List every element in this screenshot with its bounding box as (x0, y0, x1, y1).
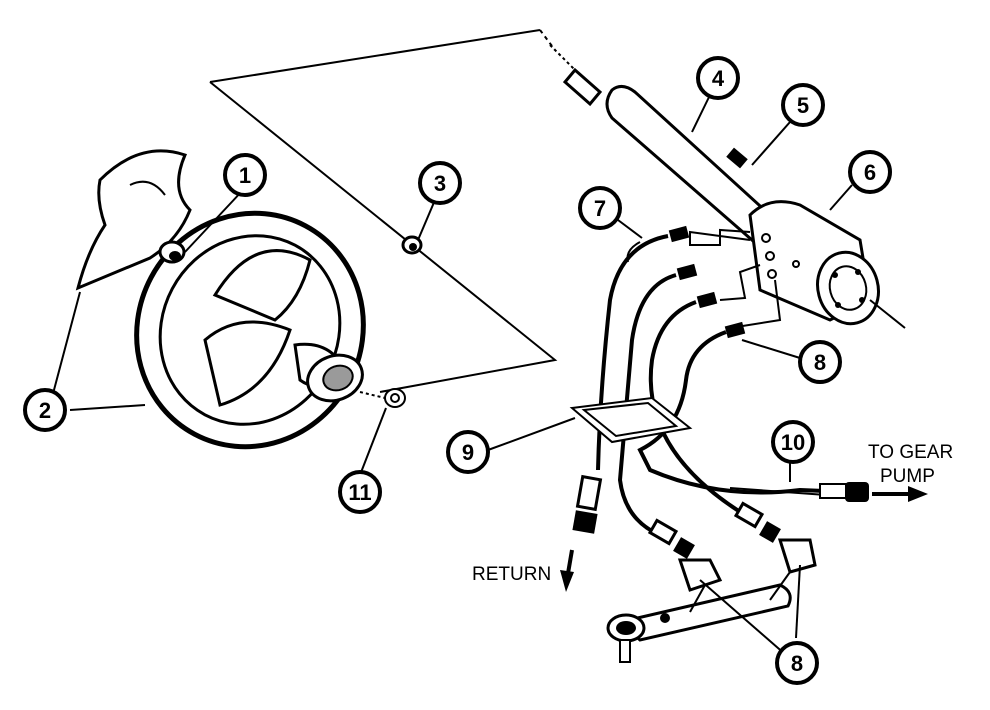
return-arrow (560, 549, 574, 592)
to-gear-label-line2: PUMP (880, 466, 935, 487)
callout-4: 4 (696, 56, 740, 100)
callout-8-upper-number: 8 (814, 350, 826, 375)
callout-5: 5 (781, 83, 825, 127)
callout-11-number: 11 (348, 480, 371, 505)
callout-2-number: 2 (39, 398, 51, 423)
part-9-bulkhead-plate (569, 396, 693, 444)
callout-8-upper: 8 (798, 340, 842, 384)
callout-10: 10 (771, 420, 815, 464)
steering-cylinder (606, 538, 817, 663)
part-11-spacer (384, 388, 406, 408)
callout-5-number: 5 (797, 93, 809, 118)
part-3-nut (401, 235, 423, 255)
part-6-helm-pump (748, 200, 906, 329)
part-1-nut (158, 240, 186, 264)
callout-9: 9 (446, 430, 490, 474)
callout-2: 2 (23, 388, 67, 432)
dashboard-panel (209, 29, 558, 393)
callout-8-lower-number: 8 (791, 651, 803, 676)
callout-1-number: 1 (239, 163, 251, 188)
callout-1: 1 (223, 153, 267, 197)
callout-3-number: 3 (434, 171, 446, 196)
to-gear-label-line1: TO GEAR (868, 442, 953, 463)
dash-bezel (75, 149, 192, 291)
callout-7-number: 7 (594, 196, 606, 221)
callout-10-number: 10 (781, 430, 805, 455)
callout-11: 11 (338, 470, 382, 514)
callout-7: 7 (578, 186, 622, 230)
callout-6-number: 6 (864, 160, 876, 185)
callout-4-number: 4 (712, 66, 725, 91)
callout-9-number: 9 (462, 440, 474, 465)
part-5-fitting (726, 147, 748, 169)
steering-wheel (134, 210, 386, 450)
callout-3: 3 (418, 161, 462, 205)
leader-lines (49, 94, 853, 656)
to-gear-pump-arrow (872, 486, 928, 502)
callout-8-lower: 8 (775, 641, 819, 685)
hydraulic-hoses (572, 225, 851, 559)
callout-6: 6 (848, 150, 892, 194)
return-label: RETURN (472, 564, 551, 585)
part-10-pressure-line (729, 482, 869, 502)
